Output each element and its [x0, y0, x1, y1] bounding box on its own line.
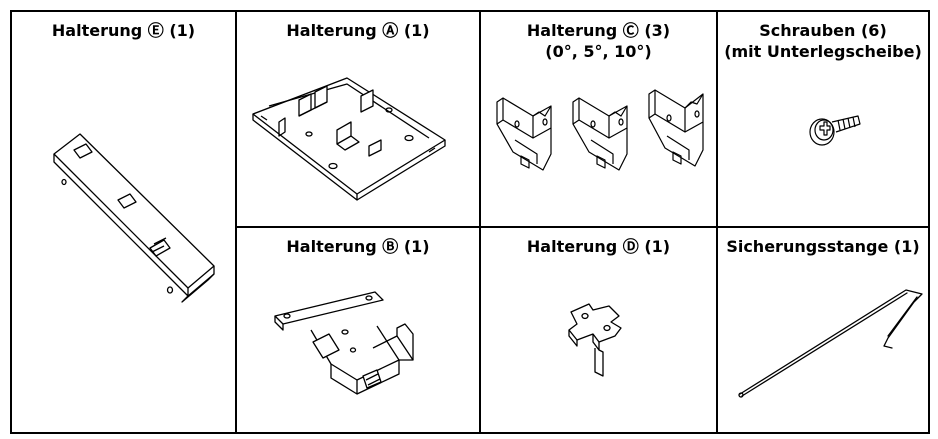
locking-rod-drawing: [738, 286, 928, 406]
bracket-d-drawing: [565, 300, 635, 380]
bracket-e-title: Halterung Ⓔ (1): [51, 21, 196, 40]
bracket-b-title: Halterung Ⓑ (1): [286, 237, 430, 256]
cell-bracket-c: Halterung Ⓒ (3) (0°, 5°, 10°): [481, 12, 718, 228]
screws-title: Schrauben (6): [759, 21, 887, 40]
cell-screws: Schrauben (6) (mit Unterlegscheibe): [718, 12, 928, 228]
parts-list-table: Halterung Ⓐ (1): [10, 10, 930, 434]
bracket-c-angles: (0°, 5°, 10°): [545, 42, 652, 61]
locking-rod-title: Sicherungsstange (1): [726, 237, 920, 256]
screw-drawing: [808, 108, 864, 148]
bracket-a-drawing: [249, 70, 449, 200]
cell-bracket-a: Halterung Ⓐ (1): [237, 12, 481, 228]
bracket-d-title: Halterung Ⓓ (1): [526, 237, 671, 256]
cell-bracket-d: Halterung Ⓓ (1): [481, 228, 718, 432]
cell-bracket-b: Halterung Ⓑ (1): [237, 228, 481, 432]
bracket-e-drawing: [52, 130, 222, 310]
bracket-c-5deg: [573, 98, 627, 170]
cell-bracket-e: Halterung Ⓔ (1): [12, 12, 237, 432]
bracket-c-10deg: [649, 90, 703, 166]
bracket-c-drawings: [493, 94, 711, 180]
bracket-c-title: Halterung Ⓒ (3): [526, 21, 671, 40]
cell-locking-rod: Sicherungsstange (1): [718, 228, 928, 432]
bracket-a-title: Halterung Ⓐ (1): [286, 21, 430, 40]
bracket-c-0deg: [497, 98, 551, 170]
screws-note: (mit Unterlegscheibe): [724, 42, 922, 61]
bracket-b-drawing: [273, 290, 433, 400]
